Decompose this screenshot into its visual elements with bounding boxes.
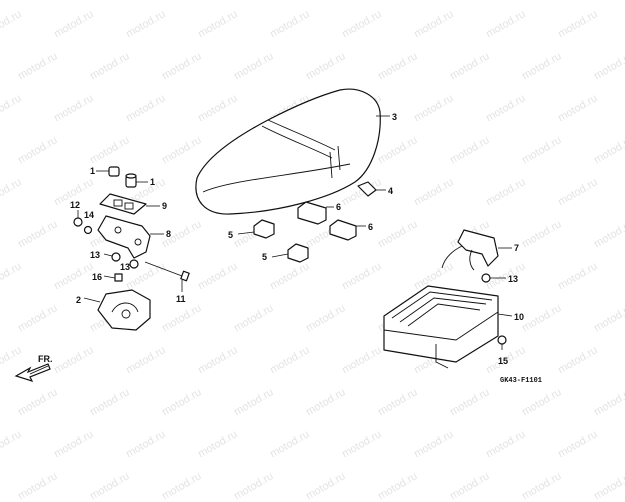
parts-diagram: FR. 1 1 2 3 4 5 5 6 6 7 8 9 10 11 12 13 … [14, 88, 542, 385]
bolt-16[interactable] [114, 273, 123, 282]
callout-12: 12 [70, 200, 80, 210]
callout-13c: 13 [508, 274, 518, 284]
nut-12[interactable] [73, 217, 83, 227]
watermark-text: motod.ru [592, 470, 625, 502]
cushion-5b[interactable] [287, 243, 309, 263]
watermark-text: motod.ru [16, 470, 60, 502]
storage-tray[interactable] [383, 285, 499, 369]
callout-15: 15 [498, 356, 508, 366]
watermark-text: motod.ru [448, 470, 492, 502]
hook-bracket[interactable] [441, 229, 499, 271]
cap-1a[interactable] [108, 166, 120, 177]
watermark-text: motod.ru [232, 470, 276, 502]
callout-9: 9 [162, 201, 167, 211]
watermark-text: motod.ru [520, 470, 564, 502]
bracket-lower[interactable] [97, 289, 151, 331]
cushion-5a[interactable] [253, 219, 275, 239]
direction-label: FR. [38, 354, 53, 364]
watermark-text: motod.ru [88, 470, 132, 502]
watermark-text: motod.ru [376, 470, 420, 502]
screw-15[interactable] [497, 335, 507, 350]
washer-14[interactable] [83, 225, 93, 235]
callout-11: 11 [176, 294, 186, 304]
watermark-text: motod.ru [160, 470, 204, 502]
callout-10: 10 [514, 312, 524, 322]
callout-2: 2 [76, 295, 81, 305]
callout-7: 7 [514, 243, 519, 253]
callout-3: 3 [392, 112, 397, 122]
plate[interactable] [99, 193, 147, 215]
rubber-mount-6b[interactable] [329, 219, 357, 241]
bolt[interactable] [144, 261, 190, 282]
seat[interactable] [195, 88, 381, 215]
nut-13a[interactable] [111, 252, 121, 262]
leader-lines [77, 115, 513, 317]
callout-14: 14 [84, 210, 94, 220]
clip[interactable] [357, 181, 377, 197]
callout-5b: 5 [262, 252, 267, 262]
callout-1b: 1 [150, 177, 155, 187]
callout-6b: 6 [368, 222, 373, 232]
callout-4: 4 [388, 186, 393, 196]
front-direction-arrow-icon [14, 363, 51, 382]
rubber-mount-6a[interactable] [297, 201, 327, 225]
callout-5a: 5 [228, 230, 233, 240]
bracket-upper[interactable] [97, 215, 151, 259]
callout-8: 8 [166, 229, 171, 239]
callout-13a: 13 [90, 250, 100, 260]
callout-6a: 6 [336, 202, 341, 212]
drawing-code: GK43-F1101 [500, 377, 542, 385]
nut-13b[interactable] [129, 259, 139, 269]
cap-1b[interactable] [125, 173, 137, 188]
watermark-text: motod.ru [304, 470, 348, 502]
callout-13b: 13 [120, 262, 130, 272]
callout-1a: 1 [90, 166, 95, 176]
callout-16: 16 [92, 272, 102, 282]
nut-13c[interactable] [481, 273, 491, 283]
